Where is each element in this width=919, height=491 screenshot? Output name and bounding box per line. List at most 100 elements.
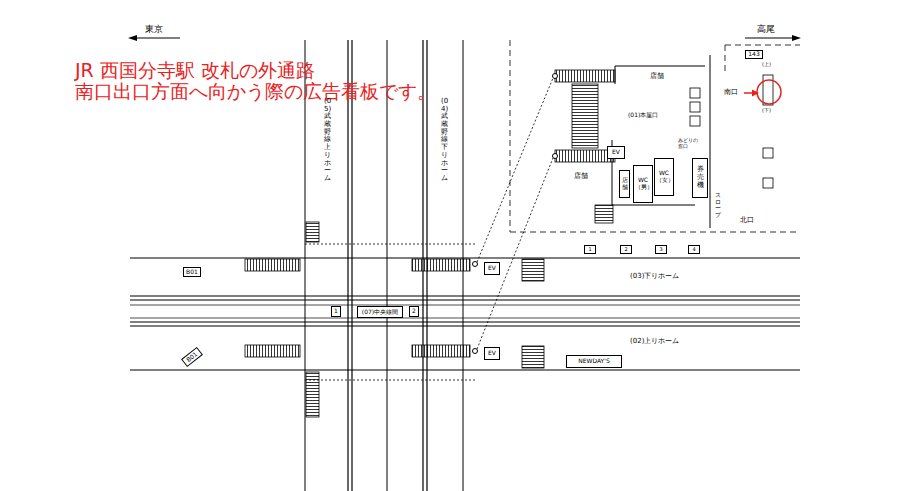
wall-line [615,66,616,84]
track-line [130,295,800,296]
box-label: WC（男） [635,177,651,190]
gate-box [763,178,773,188]
map-label: (01)本屋口 [628,112,658,119]
stairs [555,70,615,82]
area-boundary [725,45,800,46]
track-line [130,325,800,326]
wall-line [387,40,388,491]
box-label: 2 [624,247,627,253]
box-label: 1 [588,247,591,253]
map-box: EV [607,146,625,159]
map-box: 券売機 [692,158,708,198]
map-title: JR 西国分寺駅 改札の外通路 南口出口方面へ向かう際の広告看板です。 [75,60,495,103]
map-box: WC（女） [654,158,674,196]
box-label: B01 [186,269,198,276]
area-boundary [510,40,511,232]
gate-box [690,116,700,126]
area-boundary [725,45,726,75]
leader-dot [553,74,558,79]
stairs [306,372,319,417]
box-label: 4 [692,247,695,253]
box-label: (07)中央線間 [362,309,398,316]
platform-edge [130,305,800,306]
stairs [245,259,300,271]
stairs [522,259,544,281]
stairs [572,84,598,148]
stairs [306,222,319,242]
map-label: (03)下りホーム [630,272,679,280]
map-box: 1 [331,306,341,317]
map-label: みどりの窓口 [678,138,700,150]
highlight-circle [757,80,781,104]
map-box: 3 [655,245,667,254]
box-label: EV [488,265,496,272]
map-box: 1 [584,245,596,254]
box-label: EV [612,149,620,156]
map-label: 北口 [740,216,754,224]
stairs [595,205,613,223]
map-box: 2 [620,245,632,254]
box-label: NEWDAY'S [578,358,610,365]
platform-edge [130,370,800,371]
map-label: 高尾 [757,24,775,34]
map-label: スロープ [715,192,721,218]
map-box: EV [484,347,500,360]
wall-line [612,205,695,206]
platform-edge [130,258,800,259]
stairs [555,150,615,162]
leader-line [477,158,553,349]
box-label: 143 [748,51,759,58]
arrow-head [792,35,801,41]
direction-line [745,38,796,39]
area-boundary [510,232,800,233]
map-box: B01 [181,347,203,367]
map-box: 143 [745,50,763,59]
stairs [245,345,300,357]
stairs [412,259,470,271]
gate-box [763,148,773,158]
arrow-head [752,90,759,97]
leader-dot [473,262,478,267]
map-box: EV [484,262,500,275]
box-label: 1 [334,308,338,315]
map-label: 南口 [724,88,738,96]
gate-box [690,88,700,98]
box-label: 店舗 [622,177,628,190]
map-label: (上) [762,62,771,68]
map-box: (07)中央線間 [357,306,403,318]
stairs [522,346,544,368]
map-box: 店舗 [619,170,630,198]
track-line [130,321,800,322]
map-label: 東京 [145,24,163,34]
map-label: 店舗 [650,72,664,80]
map-box: 4 [688,245,700,254]
map-box: B01 [183,267,201,277]
map-label: 店舗 [574,172,588,180]
direction-line [133,38,180,39]
stairs [412,345,470,357]
bridge-outline [305,380,475,381]
map-label: (05)武蔵野線上りホーム [324,98,331,183]
wall-line [615,66,705,67]
wall-line [710,55,711,228]
track-line [351,40,352,491]
leader-dot [473,349,478,354]
map-label: (下) [762,108,771,114]
arrow-head [128,35,137,41]
bridge-outline [305,244,475,245]
map-box: NEWDAY'S [566,355,622,368]
map-box: 2 [409,306,419,317]
box-label: 3 [659,247,662,253]
map-box: WC（男） [633,165,653,203]
map-label: (02)上りホーム [630,337,679,345]
box-label: B01 [185,351,198,363]
platform-edge [130,318,800,319]
leader-dot [553,154,558,159]
box-label: WC（女） [656,170,672,183]
gate-box [690,102,700,112]
box-label: EV [488,350,496,357]
track-line [347,40,348,491]
map-label: (04)武蔵野線下りホーム [441,98,448,183]
leader-line [477,78,553,262]
